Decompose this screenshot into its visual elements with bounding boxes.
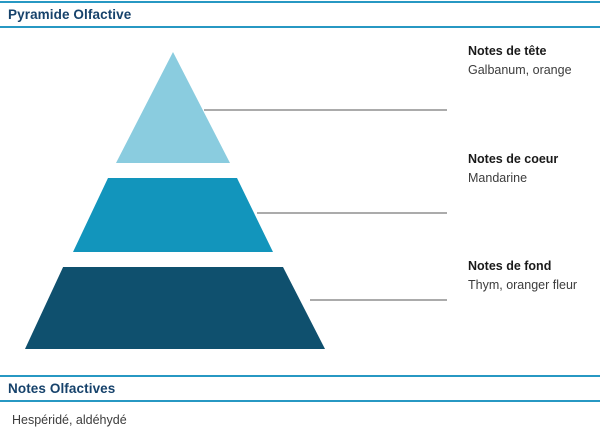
top-accent-line: [0, 1, 600, 3]
pyramid-tier-head: [116, 52, 230, 163]
tier-name: Notes de fond: [468, 259, 552, 273]
tier-label-heart: Notes de coeur Mandarine: [468, 152, 598, 185]
tier-name: Notes de tête: [468, 44, 547, 58]
pyramid-tier-heart: [73, 178, 273, 252]
tier-notes: Mandarine: [468, 171, 528, 185]
tier-name: Notes de coeur: [468, 152, 559, 166]
page-title: Pyramide Olfactive: [8, 7, 132, 22]
connector-line-head: [204, 109, 447, 111]
tier-label-head: Notes de tête Galbanum, orange: [468, 44, 598, 77]
pyramid-tier-base: [25, 267, 325, 349]
tier-label-base: Notes de fond Thym, oranger fleur: [468, 259, 598, 292]
notes-section-underline: [0, 400, 600, 402]
connector-line-heart: [257, 212, 447, 214]
title-underline: [0, 26, 600, 28]
tier-notes: Galbanum, orange: [468, 63, 572, 77]
notes-section-title: Notes Olfactives: [8, 381, 116, 396]
tier-notes: Thym, oranger fleur: [468, 278, 578, 292]
connector-line-base: [310, 299, 447, 301]
olfactory-notes-text: Hespéridé, aldéhydé: [12, 413, 127, 427]
notes-section-top-line: [0, 375, 600, 377]
